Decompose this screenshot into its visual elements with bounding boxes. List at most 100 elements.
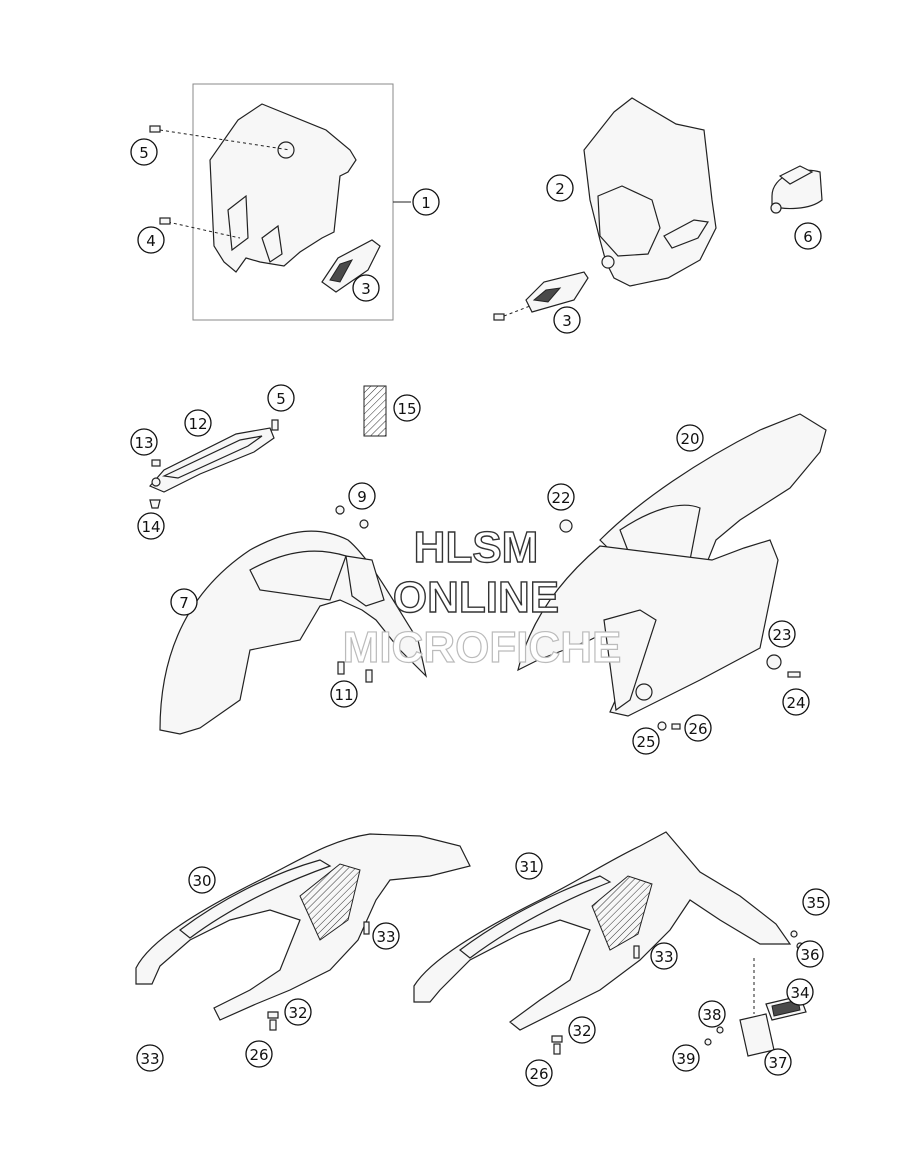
screw-33-right [633, 945, 640, 959]
callout-circle [348, 482, 376, 510]
callout-5: 5 [267, 384, 295, 412]
callout-label: 3 [562, 312, 572, 330]
screw-33-left [363, 921, 370, 935]
washer-25 [657, 721, 667, 731]
callout-label: 12 [188, 415, 207, 433]
callout-26: 26 [684, 714, 712, 742]
callout-circle [137, 226, 165, 254]
callout-9: 9 [348, 482, 376, 510]
callout-label: 33 [654, 948, 673, 966]
callout-label: 33 [140, 1050, 159, 1068]
callout-circle [412, 188, 440, 216]
side-panel-hole [635, 683, 653, 701]
callout-circle [393, 394, 421, 422]
callout-label: 20 [680, 430, 699, 448]
callout-label: 36 [800, 946, 819, 964]
callout-37: 37 [764, 1048, 792, 1076]
callout-label: 38 [702, 1006, 721, 1024]
callout-22: 22 [547, 483, 575, 511]
watermark-line-3: MICROFICHE [343, 623, 622, 672]
screw-5-top [149, 125, 161, 133]
callout-31: 31 [515, 852, 543, 880]
watermark-line-1: HLSM [414, 523, 539, 572]
callout-3: 3 [553, 306, 581, 334]
callout-2: 2 [546, 174, 574, 202]
callout-circle [764, 1048, 792, 1076]
callout-circle [684, 714, 712, 742]
callout-label: 1 [421, 194, 431, 212]
callout-39: 39 [672, 1044, 700, 1072]
callout-label: 37 [768, 1054, 787, 1072]
callout-circle [130, 138, 158, 166]
mask-vent [663, 219, 709, 249]
callout-label: 7 [179, 594, 189, 612]
screw-5-leader [159, 129, 291, 151]
guard-plate-rib [161, 435, 263, 479]
callout-circle [650, 942, 678, 970]
nut-22 [559, 519, 573, 533]
callout-label: 31 [519, 858, 538, 876]
mask-hole [277, 141, 295, 159]
callout-circle [676, 424, 704, 452]
callout-4: 4 [137, 226, 165, 254]
callout-label: 26 [688, 720, 707, 738]
callout-circle [372, 922, 400, 950]
screw-39 [704, 1038, 712, 1046]
callout-circle [796, 940, 824, 968]
bolt-26-left [269, 1019, 277, 1031]
callout-32: 32 [284, 998, 312, 1026]
callout-label: 25 [636, 733, 655, 751]
nut-14 [149, 499, 161, 509]
callout-circle [698, 1000, 726, 1028]
mask-slot-2 [261, 224, 283, 263]
callout-circle [672, 1044, 700, 1072]
screw-24 [787, 671, 801, 678]
bolt-11a [337, 661, 345, 675]
callout-circle [546, 174, 574, 202]
callout-33: 33 [650, 942, 678, 970]
callout-label: 34 [790, 984, 809, 1002]
callout-layer: 1233455679111213141520222324252626263031… [130, 138, 830, 1087]
callout-label: 6 [803, 228, 813, 246]
callout-circle [786, 978, 814, 1006]
screw-4 [159, 217, 171, 225]
callout-33: 33 [372, 922, 400, 950]
callout-circle [525, 1059, 553, 1087]
clamp-bracket [778, 165, 814, 185]
side-panel-edge [603, 609, 657, 712]
rear-section-right-stripe [459, 875, 612, 959]
callout-label: 32 [288, 1004, 307, 1022]
callout-circle [188, 866, 216, 894]
callout-26: 26 [525, 1059, 553, 1087]
bolt-26-right [553, 1043, 561, 1055]
screw-33-leader [503, 305, 531, 317]
callout-circle [547, 483, 575, 511]
washer-38 [716, 1026, 724, 1034]
side-reflector-right-inner [532, 287, 562, 303]
screw-13 [151, 459, 161, 467]
air-filter-sponge [363, 385, 387, 437]
callout-label: 24 [786, 694, 805, 712]
callout-circle [267, 384, 295, 412]
callout-circle [794, 222, 822, 250]
callout-circle [136, 1044, 164, 1072]
screw-4-leader [167, 221, 241, 239]
callout-label: 4 [146, 232, 156, 250]
screw-5-mid [271, 419, 279, 431]
callout-circle [284, 998, 312, 1026]
callout-15: 15 [393, 394, 421, 422]
mask-mount [601, 255, 615, 269]
callout-circle [553, 306, 581, 334]
callout-13: 13 [130, 428, 158, 456]
callout-label: 30 [192, 872, 211, 890]
screw-9a [335, 505, 345, 515]
callout-20: 20 [676, 424, 704, 452]
plate-holder-37 [739, 1013, 775, 1057]
watermark: HLSM ONLINE MICROFICHE [342, 522, 622, 672]
callout-label: 11 [334, 686, 353, 704]
callout-6: 6 [794, 222, 822, 250]
callout-34: 34 [786, 978, 814, 1006]
callout-30: 30 [188, 866, 216, 894]
callout-circle [632, 727, 660, 755]
